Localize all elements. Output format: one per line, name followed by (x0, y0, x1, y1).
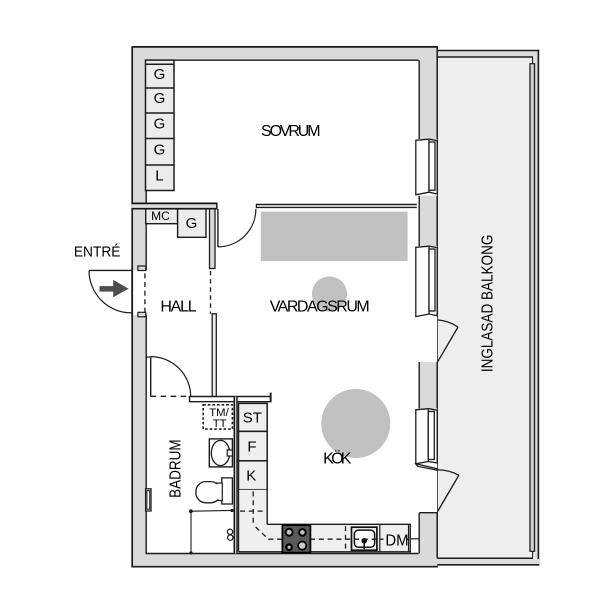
svg-text:HALL: HALL (160, 298, 196, 315)
svg-text:TT: TT (213, 418, 227, 430)
svg-text:G: G (154, 66, 166, 83)
svg-text:KÖK: KÖK (323, 450, 352, 468)
svg-text:G: G (186, 215, 198, 232)
svg-text:ENTRÉ: ENTRÉ (74, 244, 121, 261)
svg-text:BADRUM: BADRUM (167, 439, 184, 497)
svg-text:ST: ST (243, 409, 262, 426)
svg-text:L: L (155, 167, 163, 184)
svg-text:G: G (154, 90, 166, 107)
svg-text:G: G (154, 141, 166, 158)
svg-text:F: F (247, 438, 256, 455)
svg-text:MC: MC (151, 209, 170, 223)
svg-text:TM/: TM/ (209, 407, 229, 419)
svg-text:INGLASAD BALKONG: INGLASAD BALKONG (480, 235, 497, 373)
svg-text:VARDAGSRUM: VARDAGSRUM (270, 299, 370, 316)
svg-text:DM: DM (385, 533, 408, 550)
svg-text:K: K (246, 468, 256, 485)
svg-text:G: G (154, 115, 166, 132)
svg-text:SOVRUM: SOVRUM (261, 123, 321, 140)
